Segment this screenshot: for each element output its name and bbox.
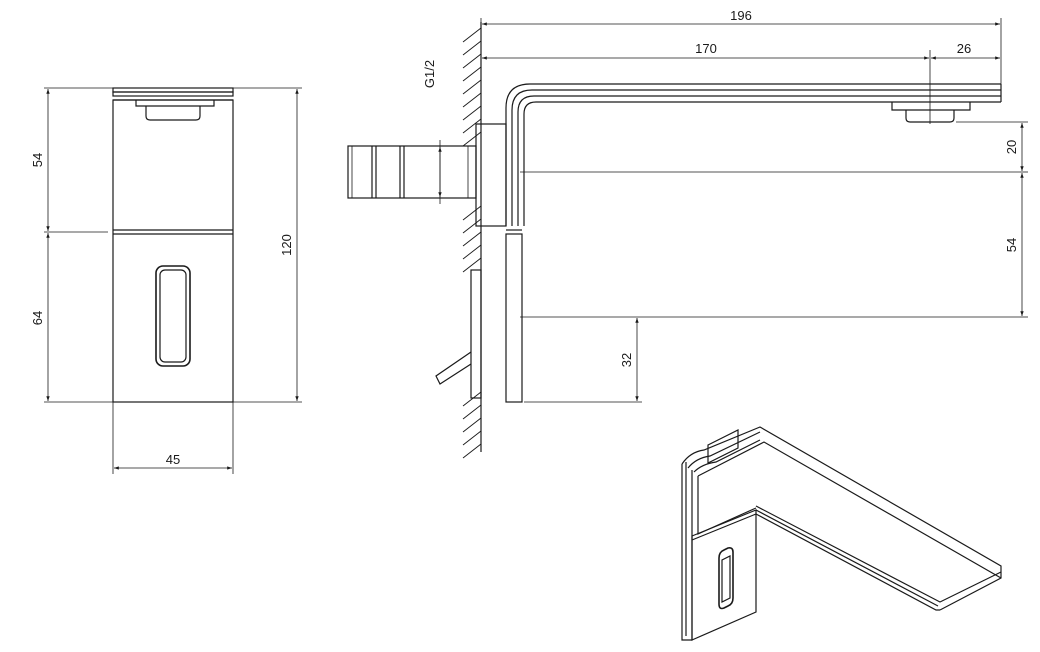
- hatch-line: [462, 257, 482, 273]
- dim-front-total: 120: [279, 234, 294, 256]
- dim-height-lower: 32: [619, 353, 634, 367]
- hatch-line: [462, 231, 482, 247]
- hatch-line: [462, 430, 482, 446]
- dim-thread: G1/2: [422, 60, 437, 88]
- hatch-line: [462, 218, 482, 234]
- side-dimensions: 196 170 26 G1/2 20 54 32: [422, 8, 1028, 403]
- dim-length-outlet: 170: [695, 41, 717, 56]
- dim-outlet-offset: 26: [957, 41, 971, 56]
- dim-length-total: 196: [730, 8, 752, 23]
- hatch-line: [462, 40, 482, 56]
- hatch-line: [462, 105, 482, 121]
- dim-drop-upper: 20: [1004, 140, 1019, 154]
- hatch-line: [462, 131, 482, 147]
- front-dimensions: 54 64 120 45: [30, 87, 302, 474]
- hatch-line: [462, 53, 482, 69]
- dim-front-lower: 64: [30, 311, 45, 325]
- isometric-view: [681, 426, 1002, 641]
- hatch-line: [462, 443, 482, 459]
- hatch-line: [462, 118, 482, 134]
- dim-front-upper: 54: [30, 153, 45, 167]
- hatch-line: [462, 66, 482, 82]
- hatch-line: [462, 391, 482, 407]
- dim-drop-middle: 54: [1004, 238, 1019, 252]
- hatch-line: [462, 205, 482, 221]
- wall-hatch: [462, 22, 482, 459]
- hatch-line: [462, 417, 482, 433]
- hatch-line: [462, 244, 482, 260]
- dim-front-width: 45: [166, 452, 180, 467]
- hatch-line: [462, 92, 482, 108]
- front-view: [112, 87, 234, 403]
- hatch-line: [462, 27, 482, 43]
- side-view: [347, 83, 1020, 403]
- hatch-line: [462, 79, 482, 95]
- hatch-line: [462, 404, 482, 420]
